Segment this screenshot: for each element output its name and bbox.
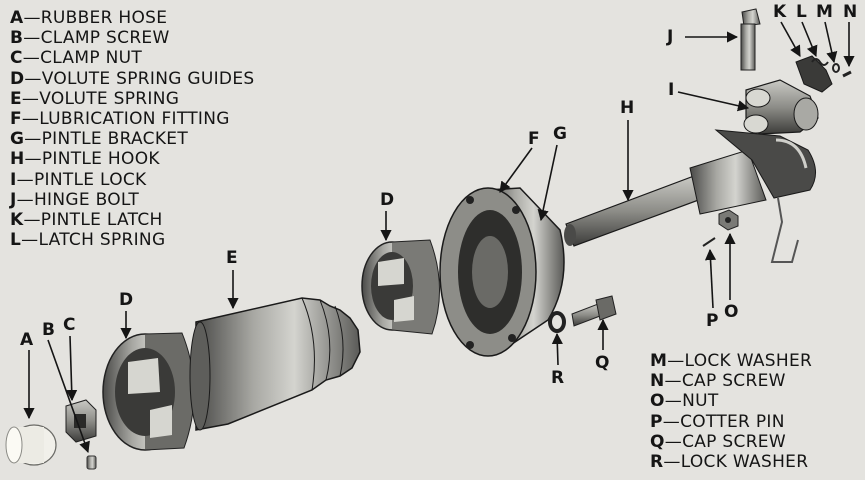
legend-row-q: Q—CAP SCREW — [650, 431, 786, 452]
legend-row-m: M—LOCK WASHER — [650, 351, 813, 371]
callout-e: E — [226, 248, 238, 268]
callout-f: F — [528, 129, 540, 149]
legend-row-g: G—PINTLE BRACKET — [10, 129, 189, 150]
legend-row-f: F—LUBRICATION FITTING — [10, 109, 230, 130]
rubber-hose-part — [5, 424, 57, 466]
leader-i — [677, 91, 750, 112]
lock-washer-m-part — [832, 63, 840, 73]
leader-g — [537, 144, 558, 222]
cap-screw-q-part — [571, 295, 617, 327]
volute-spring-guide-right-part — [361, 239, 440, 335]
leader-lines — [23, 21, 855, 454]
parts-legend-left: A—RUBBER HOSE B—CLAMP SCREW C—CLAMP NUT … — [10, 8, 254, 250]
callout-o: O — [724, 302, 739, 322]
legend-row-j: J—HINGE BOLT — [10, 189, 140, 210]
leader-b — [47, 339, 90, 454]
clamp-screw-part — [86, 455, 97, 470]
callout-m: M — [816, 2, 833, 22]
leader-r — [551, 332, 563, 366]
pintle-latch-part — [795, 55, 833, 93]
callout-j: J — [667, 27, 674, 47]
callout-i: I — [668, 80, 675, 100]
pintle-lock-part — [743, 79, 819, 135]
callout-p: P — [706, 311, 719, 331]
clamp-nut-part — [65, 399, 97, 443]
callout-l: L — [796, 2, 807, 22]
callout-r: R — [551, 368, 565, 388]
volute-spring-part — [189, 297, 361, 431]
callout-d-left: D — [119, 290, 134, 310]
callout-k: K — [773, 2, 787, 22]
legend-row-i: I—PINTLE LOCK — [10, 169, 147, 190]
legend-row-b: B—CLAMP SCREW — [10, 28, 170, 49]
latch-spring-part — [811, 58, 829, 66]
parts-legend-right: M—LOCK WASHER N—CAP SCREW O—NUT P—COTTER… — [650, 351, 812, 472]
legend-row-l: L—LATCH SPRING — [10, 230, 166, 251]
callout-b: B — [42, 320, 55, 340]
legend-row-r: R—LOCK WASHER — [650, 452, 809, 473]
legend-row-k: K—PINTLE LATCH — [10, 210, 163, 231]
callout-n: N — [843, 2, 858, 22]
leader-l — [801, 21, 818, 58]
callout-q: Q — [595, 353, 610, 373]
legend-row-d: D—VOLUTE SPRING GUIDES — [10, 68, 255, 89]
legend-row-o: O—NUT — [650, 391, 719, 412]
legend-row-h: H—PINTLE HOOK — [10, 149, 160, 170]
volute-spring-guide-left-part — [102, 332, 195, 451]
legend-row-a: A—RUBBER HOSE — [10, 8, 168, 28]
pintle-bracket-part — [439, 187, 565, 357]
cotter-pin-part — [702, 237, 716, 247]
cap-screw-n-part — [842, 70, 852, 78]
callout-a: A — [20, 330, 34, 350]
hinge-bolt-part — [740, 8, 761, 71]
legend-row-c: C—CLAMP NUT — [10, 48, 143, 69]
leader-m — [824, 21, 838, 64]
leader-c — [66, 335, 78, 402]
callout-h: H — [620, 98, 635, 118]
leader-k — [780, 21, 801, 57]
legend-row-e: E—VOLUTE SPRING — [10, 88, 180, 109]
lock-washer-r-part — [548, 311, 566, 333]
pintle-hook-part — [564, 129, 816, 263]
callout-c: C — [63, 315, 76, 335]
callout-g: G — [553, 124, 567, 144]
legend-row-n: N—CAP SCREW — [650, 371, 786, 392]
leader-p — [704, 248, 717, 309]
nut-o-part — [718, 209, 739, 231]
legend-row-p: P—COTTER PIN — [650, 411, 785, 432]
callout-d-right: D — [380, 190, 395, 210]
leader-f — [499, 147, 533, 193]
